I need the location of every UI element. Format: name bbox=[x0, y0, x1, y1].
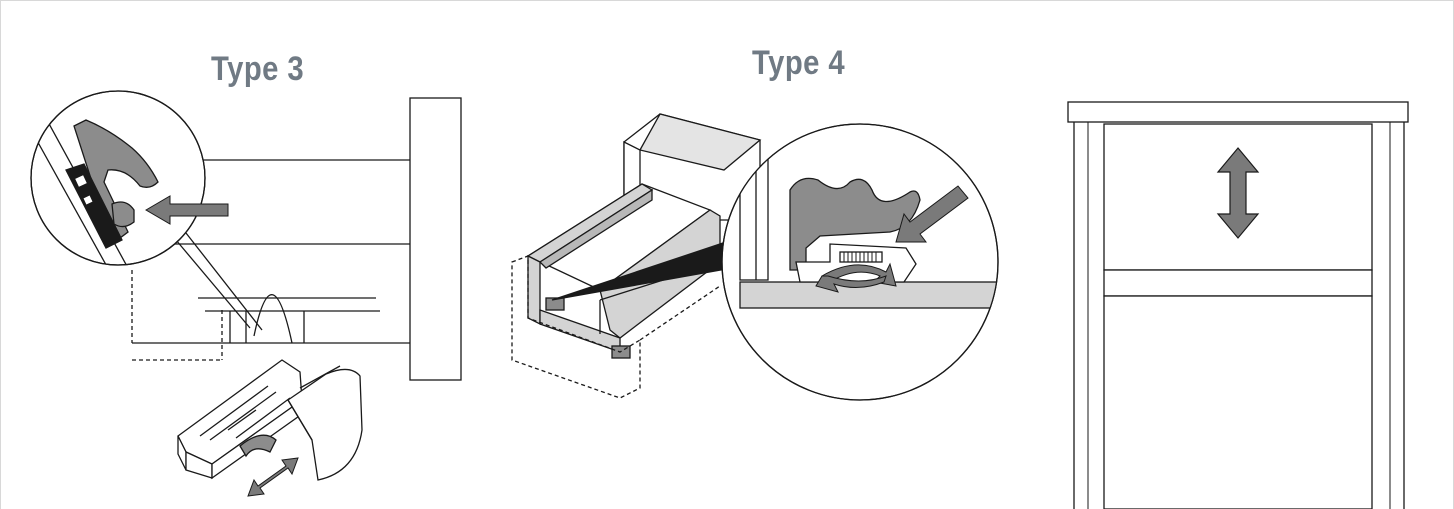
double-arrow-diagonal-icon bbox=[247, 457, 299, 497]
type4-panel bbox=[511, 113, 999, 401]
double-arrow-vertical-icon bbox=[1216, 147, 1260, 239]
arrow-push-icon bbox=[145, 195, 229, 225]
cabinet-front-panel bbox=[1067, 101, 1409, 509]
clip-bracket bbox=[789, 177, 921, 271]
door-front bbox=[1103, 295, 1373, 509]
clip-bracket bbox=[73, 119, 159, 246]
type3-clip-part bbox=[177, 359, 363, 481]
arrow-push-icon bbox=[895, 185, 969, 243]
adjuster-screw bbox=[839, 251, 883, 263]
hook-profile bbox=[253, 294, 293, 344]
type4-zoom-callout bbox=[721, 123, 999, 401]
type3-title: Type 3 bbox=[211, 50, 305, 88]
type3-panel bbox=[30, 90, 462, 381]
type3-zoom-callout bbox=[30, 90, 206, 266]
clip-cover bbox=[287, 368, 363, 481]
cabinet-side-panel bbox=[409, 97, 462, 381]
type4-title: Type 4 bbox=[752, 44, 846, 82]
callout-pointer-line bbox=[175, 239, 251, 329]
drawer-rail bbox=[1103, 269, 1373, 297]
cabinet-top bbox=[1067, 101, 1409, 123]
